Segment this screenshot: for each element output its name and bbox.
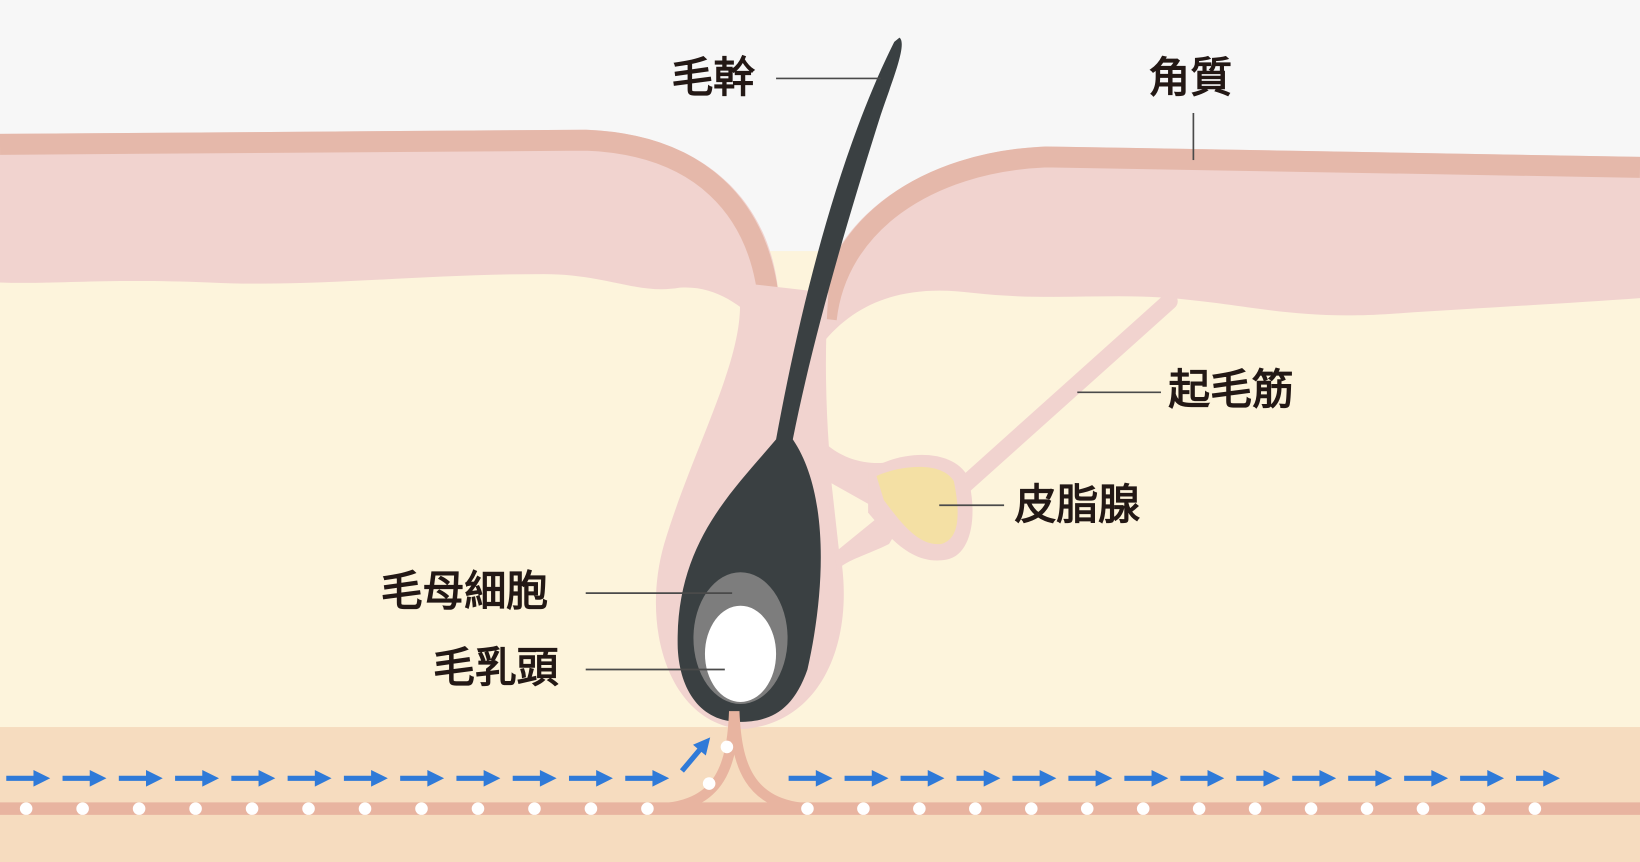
blood-cells <box>19 740 1542 815</box>
flow-arrow <box>62 769 107 787</box>
label-hair-matrix-cells: 毛母細胞 <box>381 567 548 616</box>
blood-cell <box>471 802 485 815</box>
stratum-corneum-left <box>0 129 781 315</box>
flow-arrow <box>568 769 613 787</box>
epidermis-left <box>0 129 780 346</box>
blood-cell <box>1304 802 1318 815</box>
blood-cell <box>801 802 814 815</box>
blood-cell <box>1192 802 1206 815</box>
blood-cell <box>1248 802 1262 815</box>
flow-arrow <box>625 769 670 787</box>
flow-arrow <box>287 769 332 787</box>
blood-cell <box>1025 802 1038 815</box>
flow-arrow <box>118 769 163 787</box>
flow-arrow <box>343 769 388 787</box>
sebaceous-duct-gap <box>831 483 884 550</box>
flow-arrow <box>1180 769 1225 787</box>
flow-arrow <box>175 769 220 787</box>
blood-cell <box>245 802 259 815</box>
blood-cell <box>415 802 428 815</box>
flow-arrow <box>900 769 945 787</box>
stratum-corneum-right <box>815 146 1640 321</box>
label-hair-shaft: 毛幹 <box>671 53 755 102</box>
flow-arrow <box>1348 769 1393 787</box>
blood-cell <box>584 802 598 815</box>
blood-cell <box>702 777 716 790</box>
blood-cell <box>720 740 734 754</box>
flow-arrow <box>456 769 501 787</box>
blood-cell <box>189 802 202 815</box>
blood-cell <box>641 802 654 815</box>
dermal-papilla <box>704 605 777 702</box>
blood-cell <box>19 802 33 815</box>
blood-cell <box>1136 802 1150 815</box>
flow-arrow <box>1404 769 1449 787</box>
flow-arrow <box>1236 769 1281 787</box>
flow-arrow <box>1292 769 1337 787</box>
hair-shaft <box>677 37 902 722</box>
label-arrector-pili: 起毛筋 <box>1168 365 1293 414</box>
blood-cell <box>302 802 315 815</box>
blood-cell <box>969 802 982 815</box>
blood-cell <box>358 802 372 815</box>
blood-cell <box>132 802 146 815</box>
blood-cell <box>528 802 541 815</box>
label-stratum-corneum: 角質 <box>1148 53 1232 102</box>
sebaceous-gland <box>876 466 958 545</box>
flow-arrow <box>6 769 51 787</box>
flow-arrow <box>679 737 711 773</box>
flow-arrow <box>1068 769 1113 787</box>
flow-arrow <box>231 769 276 787</box>
subcutis-layer <box>0 727 1640 862</box>
label-sebaceous-gland: 皮脂腺 <box>1015 480 1141 529</box>
flow-arrow <box>512 769 557 787</box>
epidermis-right <box>815 146 1640 346</box>
flow-arrow <box>1516 769 1560 787</box>
blood-cell <box>1360 802 1374 815</box>
blood-cell <box>857 802 870 815</box>
blood-cell <box>1472 802 1486 815</box>
label-dermal-papilla: 毛乳頭 <box>433 643 559 692</box>
flow-arrow <box>1124 769 1169 787</box>
flow-arrow <box>956 769 1001 787</box>
flow-arrow <box>788 769 833 787</box>
flow-arrow <box>400 769 445 787</box>
flow-arrow <box>844 769 889 787</box>
flow-arrow <box>1460 769 1505 787</box>
flow-arrow <box>1012 769 1057 787</box>
blood-cell <box>1080 802 1094 815</box>
arrector-pili-muscle <box>948 292 1178 501</box>
blood-cell <box>1528 802 1542 815</box>
blood-cell <box>913 802 926 815</box>
blood-cell <box>1416 802 1430 815</box>
blood-cell <box>76 802 89 815</box>
blood-vessel-branch <box>658 711 811 814</box>
blood-flow-arrows <box>6 737 1560 787</box>
